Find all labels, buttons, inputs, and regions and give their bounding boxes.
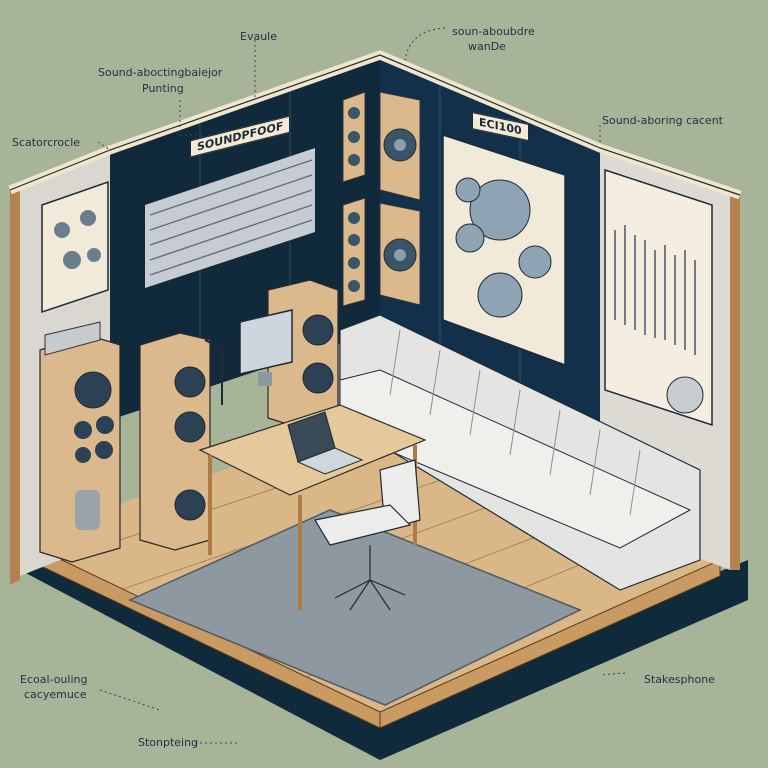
left-wall-poster xyxy=(41,180,109,314)
tower-speaker-right xyxy=(139,332,211,551)
label-bottom-left-line2: cacyemuce xyxy=(24,688,87,701)
label-left: Scatorcrocle xyxy=(12,136,81,149)
frequency-chart-poster xyxy=(604,168,713,427)
wall-speakers xyxy=(342,91,421,307)
label-top-right-line2: wanDe xyxy=(468,40,506,53)
office-chair xyxy=(314,459,421,611)
label-right: Sound-aboring cacent xyxy=(602,114,723,127)
label-top-center: Evaule xyxy=(240,30,277,43)
computer-monitor xyxy=(239,309,293,386)
label-top-left-line1: Sound-aboctingbaiejor xyxy=(98,66,223,79)
laptop xyxy=(287,411,364,475)
tower-speaker-left xyxy=(39,321,121,563)
label-top-right-line1: soun-aboubdre xyxy=(452,25,535,38)
speaker-grille-illustration xyxy=(666,376,704,414)
rug xyxy=(128,509,582,706)
label-bottom-right: Stakesphone xyxy=(644,673,715,686)
label-top-left-line2: Punting xyxy=(142,82,184,95)
label-bottom-left-line1: Ecoal-ouling xyxy=(20,673,88,686)
label-bottom-center: Stonpteing xyxy=(138,736,199,749)
microphone xyxy=(204,339,229,405)
